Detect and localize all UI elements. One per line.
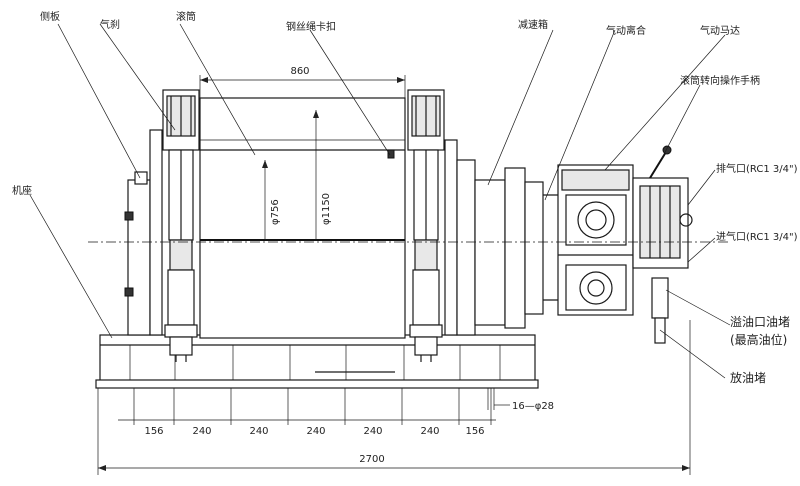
dim-drum-width-value: 860 — [290, 66, 309, 77]
label-drain-plug: 放油堵 — [730, 370, 766, 385]
dim-overall: 2700 — [97, 320, 691, 475]
dim-pitch-4: 240 — [363, 426, 382, 437]
label-air-motor: 气动马达 — [700, 24, 740, 37]
label-overflow-level: (最高油位) — [730, 332, 787, 347]
leader-lines — [29, 23, 731, 379]
label-exhaust-port: 排气口(RC1 3/4") — [716, 162, 798, 175]
label-overflow-plug: 溢油口油堵 — [730, 315, 790, 329]
label-brake: 气刹 — [100, 18, 120, 31]
dim-diameters: φ756 φ1150 — [262, 110, 332, 240]
dim-pitch-2: 240 — [249, 426, 268, 437]
left-brake-assembly — [162, 89, 200, 362]
label-rope-clamp: 钢丝绳卡扣 — [286, 20, 336, 33]
dim-core-diameter: φ756 — [270, 199, 281, 225]
dim-hole-spec: 16—φ28 — [512, 401, 554, 412]
label-air-clutch: 气动离合 — [606, 24, 646, 37]
air-motor — [557, 145, 693, 344]
label-base: 机座 — [12, 184, 32, 197]
drum — [199, 97, 406, 339]
dim-drum-width: 860 — [199, 66, 406, 98]
dim-flange-diameter: φ1150 — [321, 193, 332, 225]
dim-pitch-3: 240 — [306, 426, 325, 437]
dim-pitch-last: 156 — [465, 426, 484, 437]
reducer — [504, 167, 560, 329]
label-intake-port: 进气口(RC1 3/4") — [716, 230, 798, 243]
label-drum: 滚筒 — [176, 10, 196, 23]
label-side-plate: 侧板 — [40, 10, 60, 23]
dim-pitch-5: 240 — [420, 426, 439, 437]
dim-pitch-first: 156 — [144, 426, 163, 437]
right-brake-assembly — [407, 89, 445, 362]
label-drum-operating-handle: 滚筒转向操作手柄 — [680, 74, 760, 87]
dim-pitch-1: 240 — [192, 426, 211, 437]
label-reducer: 减速箱 — [518, 18, 548, 31]
left-side-plate — [124, 129, 163, 336]
right-side-plate — [444, 139, 506, 336]
base-frame — [95, 334, 539, 389]
dim-pitches: 156 240 240 240 240 240 156 16—φ28 — [118, 388, 554, 437]
dim-overall-value: 2700 — [359, 454, 384, 465]
